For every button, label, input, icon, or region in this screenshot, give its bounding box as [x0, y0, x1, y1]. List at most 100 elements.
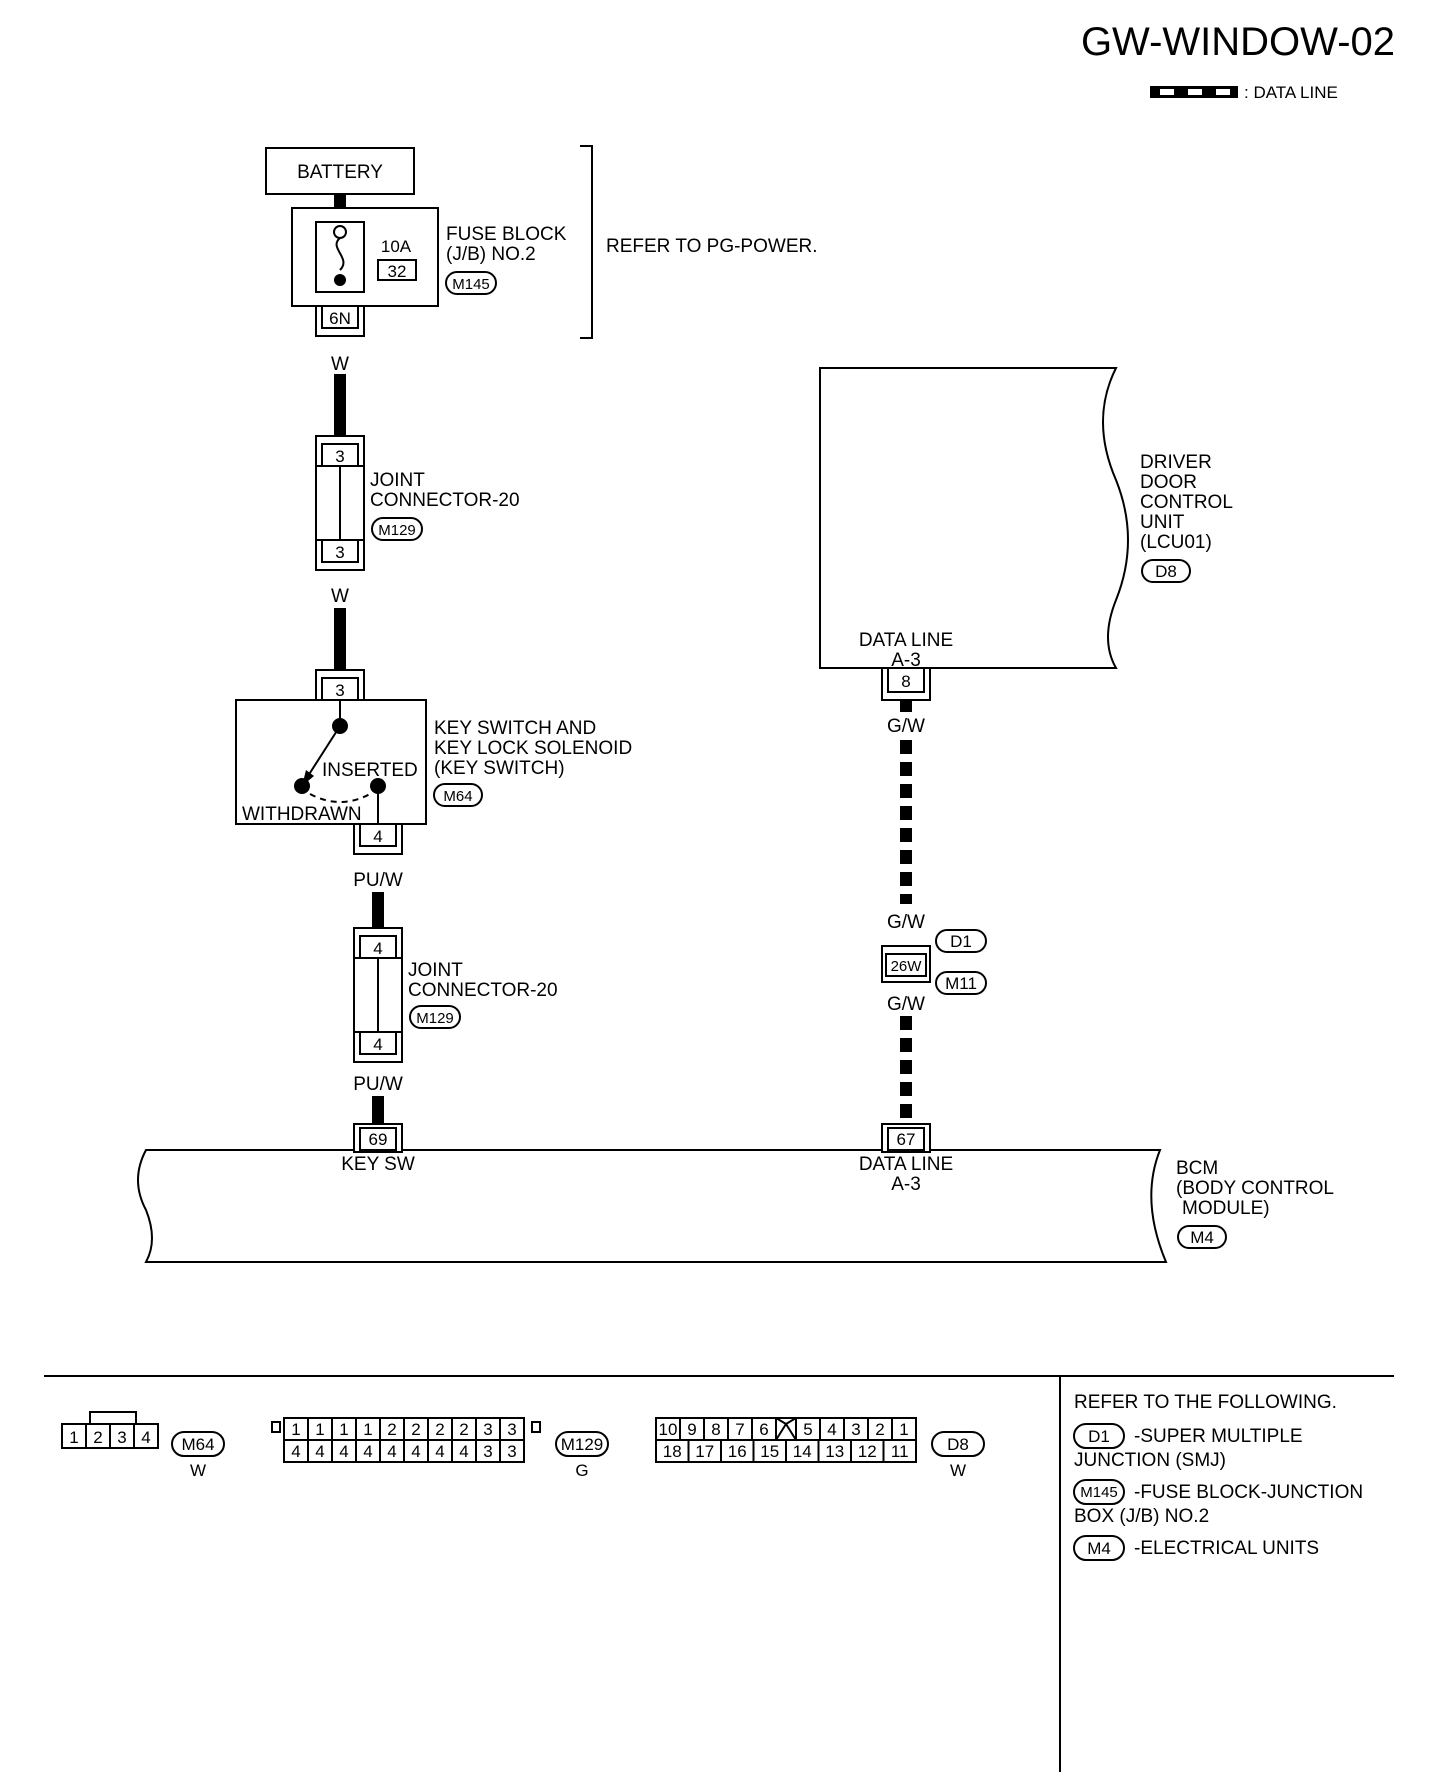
- wire-color-w-2: W: [331, 586, 349, 607]
- data-line-legend: : DATA LINE: [1150, 83, 1338, 102]
- m129-pin-number: 1: [315, 1420, 324, 1439]
- joint-connector-b: 4 4 JOINT CONNECTOR-20 M129: [353, 927, 558, 1063]
- d8-pin-number: 15: [760, 1442, 779, 1461]
- joint-connector-a-label-1: JOINT: [370, 470, 425, 491]
- fuse-block: 10A 32 FUSE BLOCK (J/B) NO.2 M145: [291, 207, 567, 307]
- svg-text:67: 67: [897, 1130, 916, 1149]
- svg-text:3: 3: [335, 543, 344, 562]
- wire-color-gw-2: G/W: [887, 912, 925, 933]
- m129-pin-number: 2: [411, 1420, 420, 1439]
- m129-pin-number: 3: [507, 1442, 516, 1461]
- svg-text:M4: M4: [1190, 1228, 1214, 1247]
- wire-color-gw-1: G/W: [887, 716, 925, 737]
- wire-color-puw-1: PU/W: [353, 870, 403, 891]
- d8-pin-number: 6: [759, 1420, 768, 1439]
- d8-pin-number: 10: [659, 1420, 678, 1439]
- key-switch: 3 INSERTED WITHDRAWN KEY SWITCH AND KEY …: [235, 669, 632, 855]
- joint-connector-a: 3 3 JOINT CONNECTOR-20 M129: [315, 435, 520, 571]
- d8-pin-cell: [882, 1439, 917, 1463]
- m129-pin-number: 4: [363, 1442, 372, 1461]
- svg-text:W: W: [950, 1461, 966, 1480]
- battery-label: BATTERY: [297, 162, 383, 183]
- m64-pin-number: 1: [69, 1428, 78, 1447]
- driver-door-label-4: UNIT: [1140, 512, 1185, 533]
- d8-pin-number: 12: [858, 1442, 877, 1461]
- m129-pin-number: 4: [291, 1442, 300, 1461]
- joint-connector-b-label-1: JOINT: [408, 960, 463, 981]
- d8-pin-number: 9: [687, 1420, 696, 1439]
- bcm-label-2: (BODY CONTROL: [1176, 1178, 1334, 1199]
- driver-door-label-2: DOOR: [1140, 472, 1197, 493]
- svg-text:W: W: [190, 1461, 206, 1480]
- key-switch-label-1: KEY SWITCH AND: [434, 718, 596, 739]
- fuse-block-connector-id: M145: [452, 276, 490, 293]
- bcm-data-line-label-1: DATA LINE: [859, 1154, 953, 1175]
- svg-text:8: 8: [901, 672, 910, 691]
- driver-door-label-3: CONTROL: [1140, 492, 1233, 513]
- svg-text:6N: 6N: [329, 309, 351, 328]
- m129-pin-number: 1: [291, 1420, 300, 1439]
- svg-text:3: 3: [335, 447, 344, 466]
- reference-d1-line2: JUNCTION (SMJ): [1074, 1450, 1226, 1471]
- svg-text:M11: M11: [945, 974, 977, 993]
- m64-pin-cell: [109, 1423, 135, 1449]
- svg-text:4: 4: [373, 827, 382, 846]
- fuse-block-label-1: FUSE BLOCK: [446, 224, 567, 245]
- d8-pin-number: 17: [695, 1442, 714, 1461]
- svg-text:M64: M64: [181, 1435, 214, 1454]
- svg-text:4: 4: [373, 939, 382, 958]
- bcm-label-1: BCM: [1176, 1158, 1218, 1179]
- svg-text:M129: M129: [416, 1010, 454, 1027]
- m64-pin-number: 4: [141, 1428, 150, 1447]
- m129-pin-number: 1: [363, 1420, 372, 1439]
- reference-m145-line2: BOX (J/B) NO.2: [1074, 1506, 1209, 1527]
- joint-connector-b-label-2: CONNECTOR-20: [408, 980, 558, 1001]
- d8-pin-number: 7: [735, 1420, 744, 1439]
- fuse-block-terminal: 6N: [315, 305, 365, 337]
- svg-text:M4: M4: [1087, 1539, 1111, 1558]
- svg-text:D8: D8: [1155, 562, 1177, 581]
- d8-pin-number: 18: [663, 1442, 682, 1461]
- svg-text:D1: D1: [1088, 1427, 1110, 1446]
- reference-m4-line1: -ELECTRICAL UNITS: [1134, 1538, 1319, 1559]
- d8-pin-number: 13: [825, 1442, 844, 1461]
- reference-d1-line1: -SUPER MULTIPLE: [1134, 1426, 1303, 1447]
- m129-pin-number: 4: [339, 1442, 348, 1461]
- d8-pin-number: 8: [711, 1420, 720, 1439]
- m64-pin-number: 2: [93, 1428, 102, 1447]
- data-line-legend-label: : DATA LINE: [1244, 83, 1338, 102]
- m129-pin-number: 2: [387, 1420, 396, 1439]
- battery: BATTERY: [265, 147, 415, 195]
- key-switch-label-2: KEY LOCK SOLENOID: [434, 738, 632, 759]
- fuse-block-label-2: (J/B) NO.2: [446, 244, 536, 265]
- d8-pin-number: 3: [851, 1420, 860, 1439]
- reference-header: REFER TO THE FOLLOWING.: [1074, 1392, 1337, 1413]
- svg-text:G: G: [575, 1461, 588, 1480]
- wire-color-w-1: W: [331, 354, 349, 375]
- m64-pin-cell: [133, 1423, 159, 1449]
- refer-pg-power: REFER TO PG-POWER.: [606, 236, 818, 257]
- m129-pin-number: 4: [435, 1442, 444, 1461]
- svg-text:69: 69: [369, 1130, 388, 1149]
- svg-text:3: 3: [335, 681, 344, 700]
- driver-door-pin-label-1: DATA LINE: [859, 630, 953, 651]
- svg-text:M129: M129: [561, 1435, 604, 1454]
- joint-connector-a-label-2: CONNECTOR-20: [370, 490, 520, 511]
- withdrawn-label: WITHDRAWN: [242, 804, 362, 825]
- m129-pin-number: 4: [459, 1442, 468, 1461]
- wire-color-puw-2: PU/W: [353, 1074, 403, 1095]
- svg-text:4: 4: [373, 1035, 382, 1054]
- inserted-label: INSERTED: [322, 760, 418, 781]
- driver-door-label-5: (LCU01): [1140, 532, 1212, 553]
- d8-pin-number: 14: [793, 1442, 812, 1461]
- m129-pin-number: 2: [459, 1420, 468, 1439]
- d8-pin-number: 11: [891, 1442, 909, 1461]
- d8-pin-number: 5: [803, 1420, 812, 1439]
- wire-color-gw-3: G/W: [887, 994, 925, 1015]
- bcm-data-line-label-2: A-3: [891, 1174, 921, 1195]
- fuse-number: 32: [388, 262, 407, 281]
